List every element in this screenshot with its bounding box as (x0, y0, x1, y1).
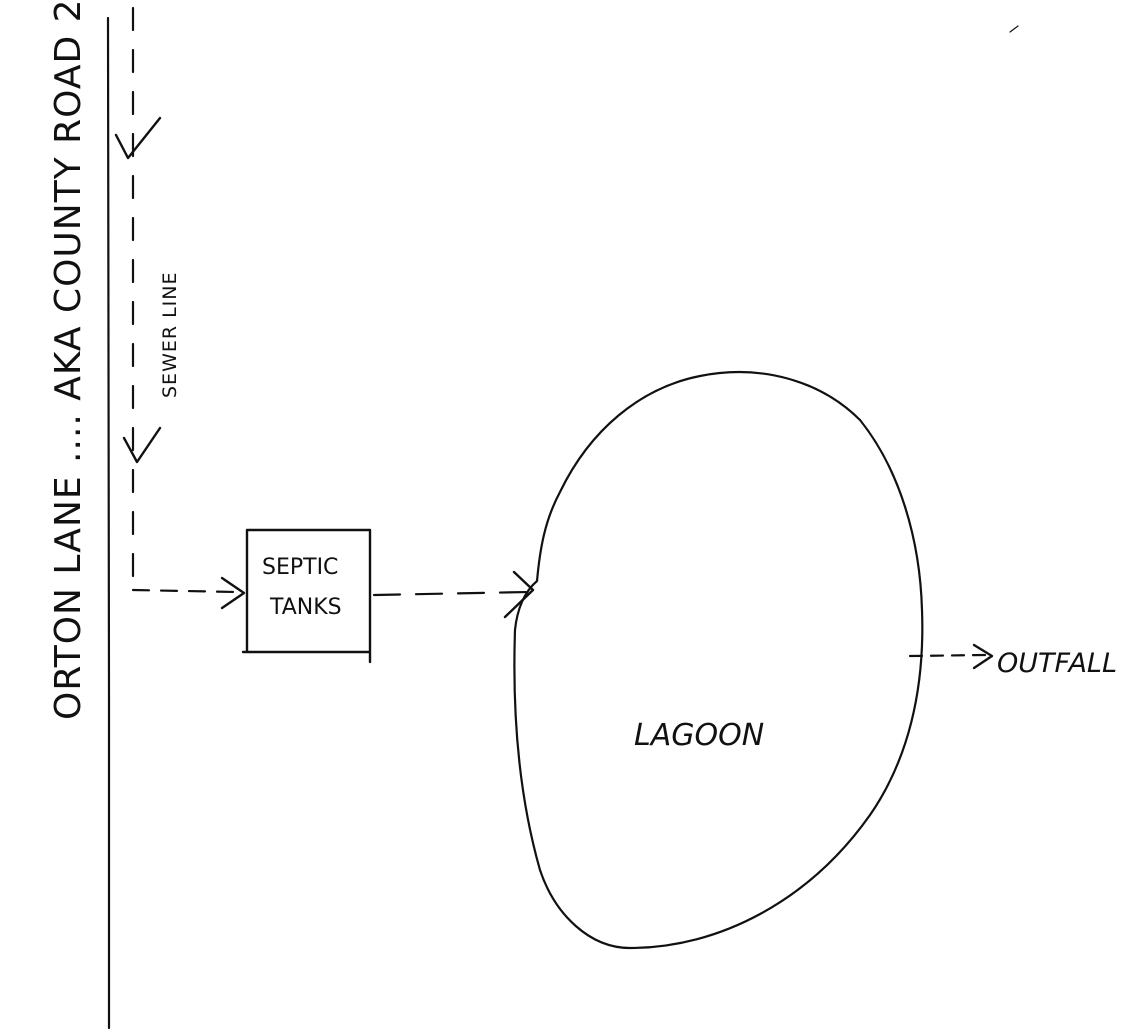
septic-label-line2: TANKS (269, 595, 342, 620)
road-label: ORTON LANE .... AKA COUNTY ROAD 2280 (48, 0, 89, 720)
sewer-flow-arrow-lower (122, 426, 162, 464)
septic-label-line1: SEPTIC (262, 555, 338, 580)
septic-tanks-box (241, 528, 372, 664)
sewer-to-septic-line (131, 588, 238, 594)
lagoon-outline (513, 371, 924, 950)
septic-inlet-arrowhead (220, 576, 246, 610)
sewer-line-label: SEWER LINE (159, 271, 181, 398)
lagoon-inlet-arrowhead (503, 570, 535, 619)
outfall-line (908, 653, 987, 658)
septic-to-lagoon-line (372, 590, 530, 597)
lagoon-label: LAGOON (634, 718, 764, 753)
outfall-label: OUTFALL (997, 648, 1117, 679)
outfall-arrowhead (972, 643, 994, 670)
sewer-flow-arrow-upper (114, 116, 162, 160)
page-mark (1009, 25, 1019, 33)
road-edge-line (106, 16, 111, 1030)
